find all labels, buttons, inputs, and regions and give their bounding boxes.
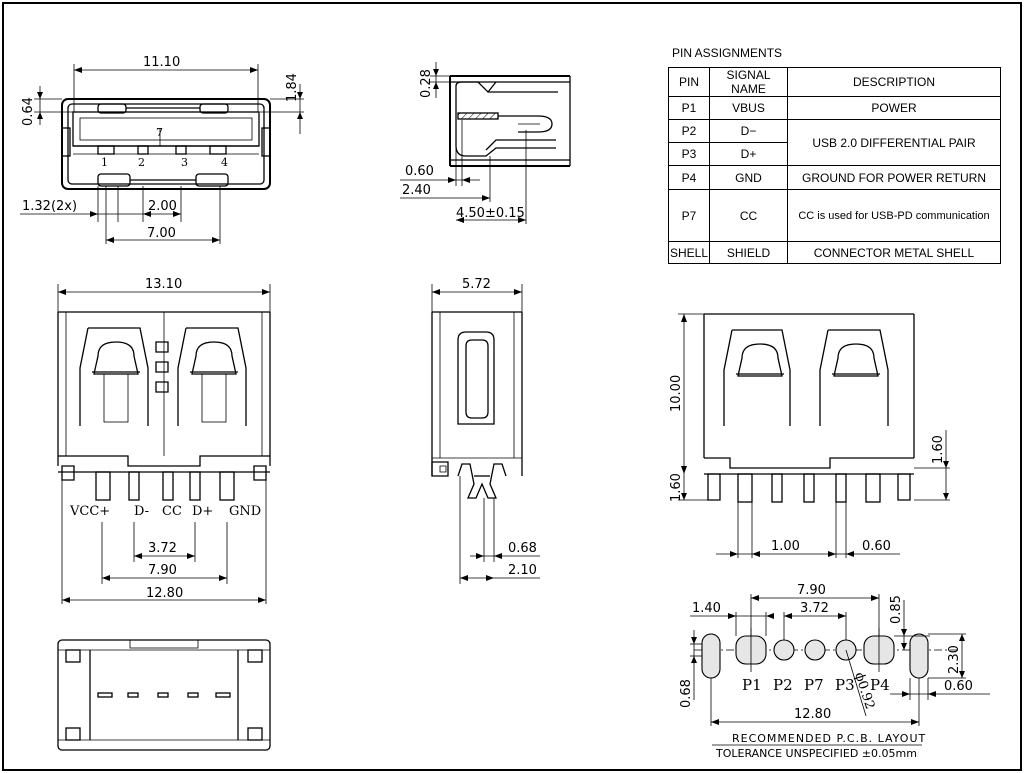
dim-pcb-2-30: 2.30 [947,645,962,674]
cell-pin: P3 [668,142,710,166]
front-pin-3: 3 [181,156,188,169]
pad-label-p4: P4 [870,676,890,694]
dim-4-50: 4.50±0.15 [456,206,525,221]
dim-11-10: 11.10 [143,55,180,70]
cell-signal: SHIELD [709,241,788,264]
front-view: 7 1 2 3 4 11.10 0.64 1.84 1.32(2x) 2.0 [20,55,304,244]
front-pin-7: 7 [156,126,163,139]
pin-label-vcc: VCC+ [69,504,110,519]
dim-3-72: 3.72 [148,541,177,556]
pin-label-d-plus: D+ [192,504,213,519]
pcb-tolerance: TOLERANCE UNSPECIFIED ±0.05mm [715,747,917,760]
dim-1-84: 1.84 [285,73,300,102]
pad-label-p3: P3 [835,676,855,694]
cell-signal: D+ [709,142,788,166]
cell-description: CONNECTOR METAL SHELL [787,241,1001,264]
dim-13-10: 13.10 [145,277,182,292]
table-row: P1 VBUS POWER [668,96,1001,120]
dim-2-00: 2.00 [148,199,177,214]
dim-5-72: 5.72 [462,277,491,292]
cell-signal: CC [709,189,788,242]
dim-0-28: 0.28 [419,69,434,98]
front-pin-4: 4 [221,156,228,169]
cell-pin: P4 [668,165,710,190]
dim-2-10: 2.10 [508,563,537,578]
side-view: 5.72 0.68 2.10 [431,277,540,584]
dim-0-60-rear: 0.60 [862,539,891,554]
front-pin-1: 1 [101,156,108,169]
header-signal: SIGNAL NAME [709,67,788,97]
header-description: DESCRIPTION [787,67,1001,97]
table-header-row: PIN SIGNAL NAME DESCRIPTION [668,67,1001,97]
dim-7-90: 7.90 [148,563,177,578]
table-row: SHELL SHIELD CONNECTOR METAL SHELL [668,241,1001,264]
table-title: PIN ASSIGNMENTS [672,46,783,60]
dim-10-00: 10.00 [669,375,684,412]
dim-pcb-1-40: 1.40 [692,601,721,616]
pad-label-p2: P2 [773,676,793,694]
dim-1-60-left: 1.60 [669,473,684,502]
pad-label-p1: P1 [742,676,762,694]
rear-view: 10.00 1.60 1.60 1.00 0.60 [669,313,950,558]
table-row: P7 CC CC is used for USB-PD communicatio… [668,189,1001,242]
dim-2-40: 2.40 [402,183,431,198]
pcb-layout: P1 P2 P7 P3 P4 7.90 1.40 3.72 0.85 ϕ0.92 [679,583,990,760]
pcb-pad-p2 [773,639,795,661]
pin-assignments-table: PIN SIGNAL NAME DESCRIPTION P1 VBUS POWE… [668,67,1001,264]
pad-label-p7: P7 [804,676,824,694]
cell-pin: P1 [668,96,710,120]
pcb-caption: RECOMMENDED P.C.B. LAYOUT [732,732,926,745]
bottom-view [57,639,271,751]
pcb-slot-left [701,633,721,679]
cell-description: CC is used for USB-PD communication [787,189,1001,242]
pin-label-d-minus: D- [134,504,149,519]
dim-pcb-3-72: 3.72 [800,601,829,616]
pin-label-gnd: GND [229,504,261,519]
cell-signal: D− [709,119,788,143]
dim-pcb-7-90: 7.90 [797,583,826,598]
front-pin-2: 2 [138,156,145,169]
pcb-pad-p7 [804,639,826,661]
dim-0-64: 0.64 [21,97,36,126]
dim-0-68: 0.68 [508,541,537,556]
cell-signal: VBUS [709,96,788,120]
table-row: P4 GND GROUND FOR POWER RETURN [668,165,1001,190]
pcb-slot-right [909,633,929,679]
dim-1-00: 1.00 [771,539,800,554]
cell-pin: P2 [668,119,710,143]
cell-pin: SHELL [668,241,710,264]
side-section-view: 0.28 0.60 2.40 4.50±0.15 [400,62,571,224]
dim-pcb-0-85: 0.85 [889,595,904,624]
header-pin: PIN [668,67,710,97]
dim-pcb-0-68: 0.68 [679,679,694,708]
top-view: VCC+ D- CC D+ GND 13.10 3.72 7.90 12.80 [57,277,271,604]
dim-pcb-0-60: 0.60 [944,679,973,694]
cell-description: USB 2.0 DIFFERENTIAL PAIR [787,119,1001,166]
cell-description: GROUND FOR POWER RETURN [787,165,1001,190]
dim-1-32: 1.32(2x) [22,199,77,214]
table-row: P2 D− USB 2.0 DIFFERENTIAL PAIR [668,119,1001,166]
cell-description: POWER [787,96,1001,120]
cell-signal: GND [709,165,788,190]
cell-pin: P7 [668,189,710,242]
dim-pcb-12-80: 12.80 [794,707,831,722]
dim-12-80: 12.80 [146,586,183,601]
dim-7-00: 7.00 [147,226,176,241]
dim-1-60-right: 1.60 [931,435,946,464]
pin-label-cc: CC [162,504,182,519]
dim-0-60: 0.60 [405,164,434,179]
